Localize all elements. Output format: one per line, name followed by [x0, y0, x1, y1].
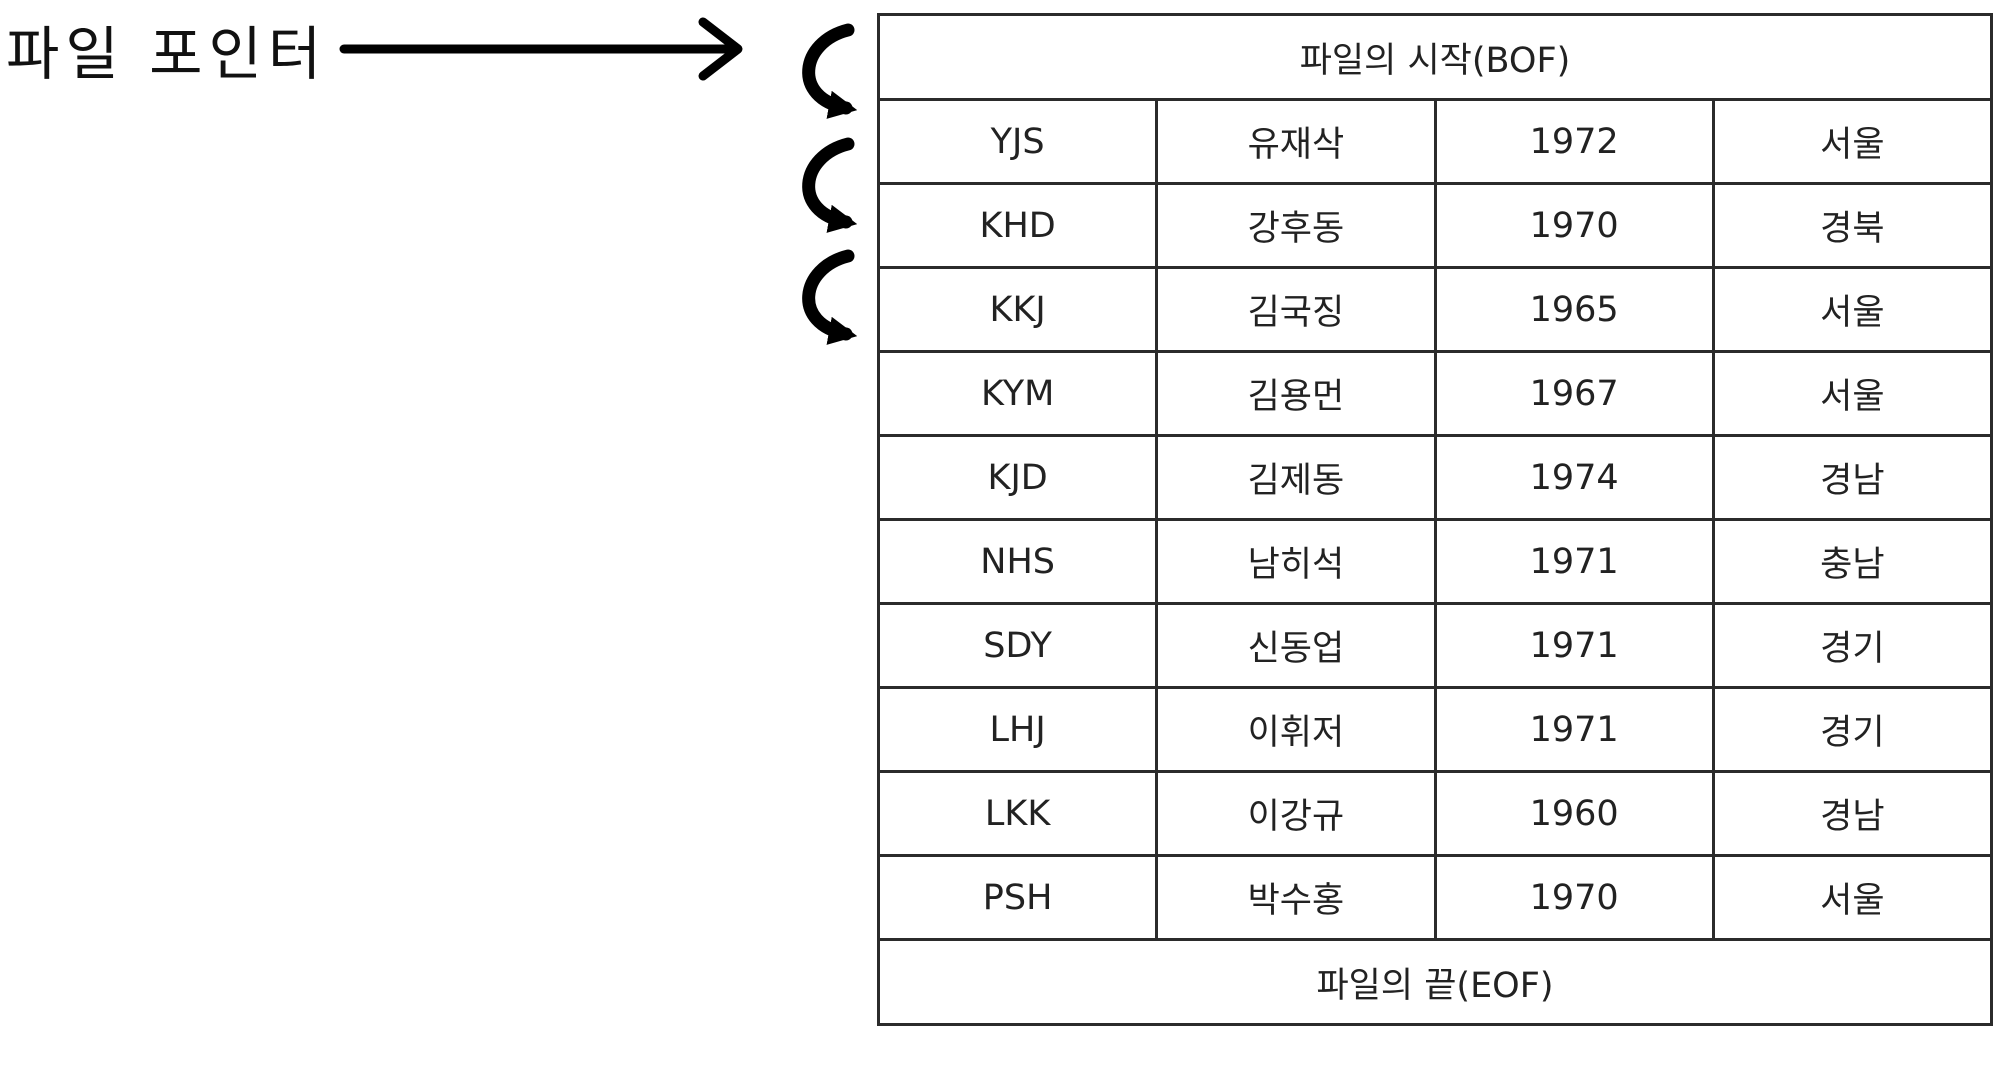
- record-region-cell: 경북: [1711, 182, 1994, 269]
- record-region-cell: 경기: [1711, 602, 1994, 689]
- record-name-cell: 이휘저: [1155, 686, 1437, 773]
- record-region-cell: 서울: [1711, 854, 1994, 941]
- record-id-cell: KJD: [876, 434, 1159, 521]
- arrow-right-icon: [339, 17, 743, 81]
- record-name-cell: 김제동: [1155, 434, 1437, 521]
- record-region-cell: 경남: [1711, 770, 1994, 857]
- record-id-cell: PSH: [876, 854, 1159, 941]
- record-id-cell: NHS: [876, 518, 1159, 605]
- record-year-cell: 1970: [1433, 182, 1715, 269]
- record-year-cell: 1967: [1433, 350, 1715, 437]
- record-name-cell: 유재삭: [1155, 98, 1437, 185]
- record-year-cell: 1972: [1433, 98, 1715, 185]
- record-id-cell: LHJ: [876, 686, 1159, 773]
- file-pointer-label: 파일 포인터: [6, 20, 328, 88]
- eof-row: 파일의 끝(EOF): [877, 938, 1993, 1026]
- record-name-cell: 신동업: [1155, 602, 1437, 689]
- record-name-cell: 박수홍: [1155, 854, 1437, 941]
- curved-arrow-down-icon: [802, 249, 858, 345]
- record-year-cell: 1970: [1433, 854, 1715, 941]
- record-year-cell: 1960: [1433, 770, 1715, 857]
- record-id-cell: YJS: [876, 98, 1159, 185]
- record-region-cell: 서울: [1711, 98, 1994, 185]
- record-name-cell: 김국징: [1155, 266, 1437, 353]
- eof-marker: 파일의 끝(EOF): [877, 938, 1993, 1026]
- record-year-cell: 1965: [1433, 266, 1715, 353]
- record-id-cell: KKJ: [876, 266, 1159, 353]
- record-id-cell: LKK: [876, 770, 1159, 857]
- record-name-cell: 이강규: [1155, 770, 1437, 857]
- record-name-cell: 남히석: [1155, 518, 1437, 605]
- record-region-cell: 충남: [1711, 518, 1994, 605]
- record-region-cell: 경남: [1711, 434, 1994, 521]
- pointer-advance-arrows: [802, 23, 858, 345]
- bof-row: 파일의 시작(BOF): [877, 13, 1993, 101]
- record-region-cell: 서울: [1711, 266, 1994, 353]
- record-year-cell: 1974: [1433, 434, 1715, 521]
- record-name-cell: 김용먼: [1155, 350, 1437, 437]
- bof-marker: 파일의 시작(BOF): [877, 13, 1993, 101]
- record-year-cell: 1971: [1433, 686, 1715, 773]
- curved-arrow-down-icon: [802, 23, 858, 119]
- record-year-cell: 1971: [1433, 518, 1715, 605]
- record-name-cell: 강후동: [1155, 182, 1437, 269]
- record-id-cell: KYM: [876, 350, 1159, 437]
- record-region-cell: 경기: [1711, 686, 1994, 773]
- record-year-cell: 1971: [1433, 602, 1715, 689]
- record-id-cell: KHD: [876, 182, 1159, 269]
- record-region-cell: 서울: [1711, 350, 1994, 437]
- record-id-cell: SDY: [876, 602, 1159, 689]
- curved-arrow-down-icon: [802, 137, 858, 233]
